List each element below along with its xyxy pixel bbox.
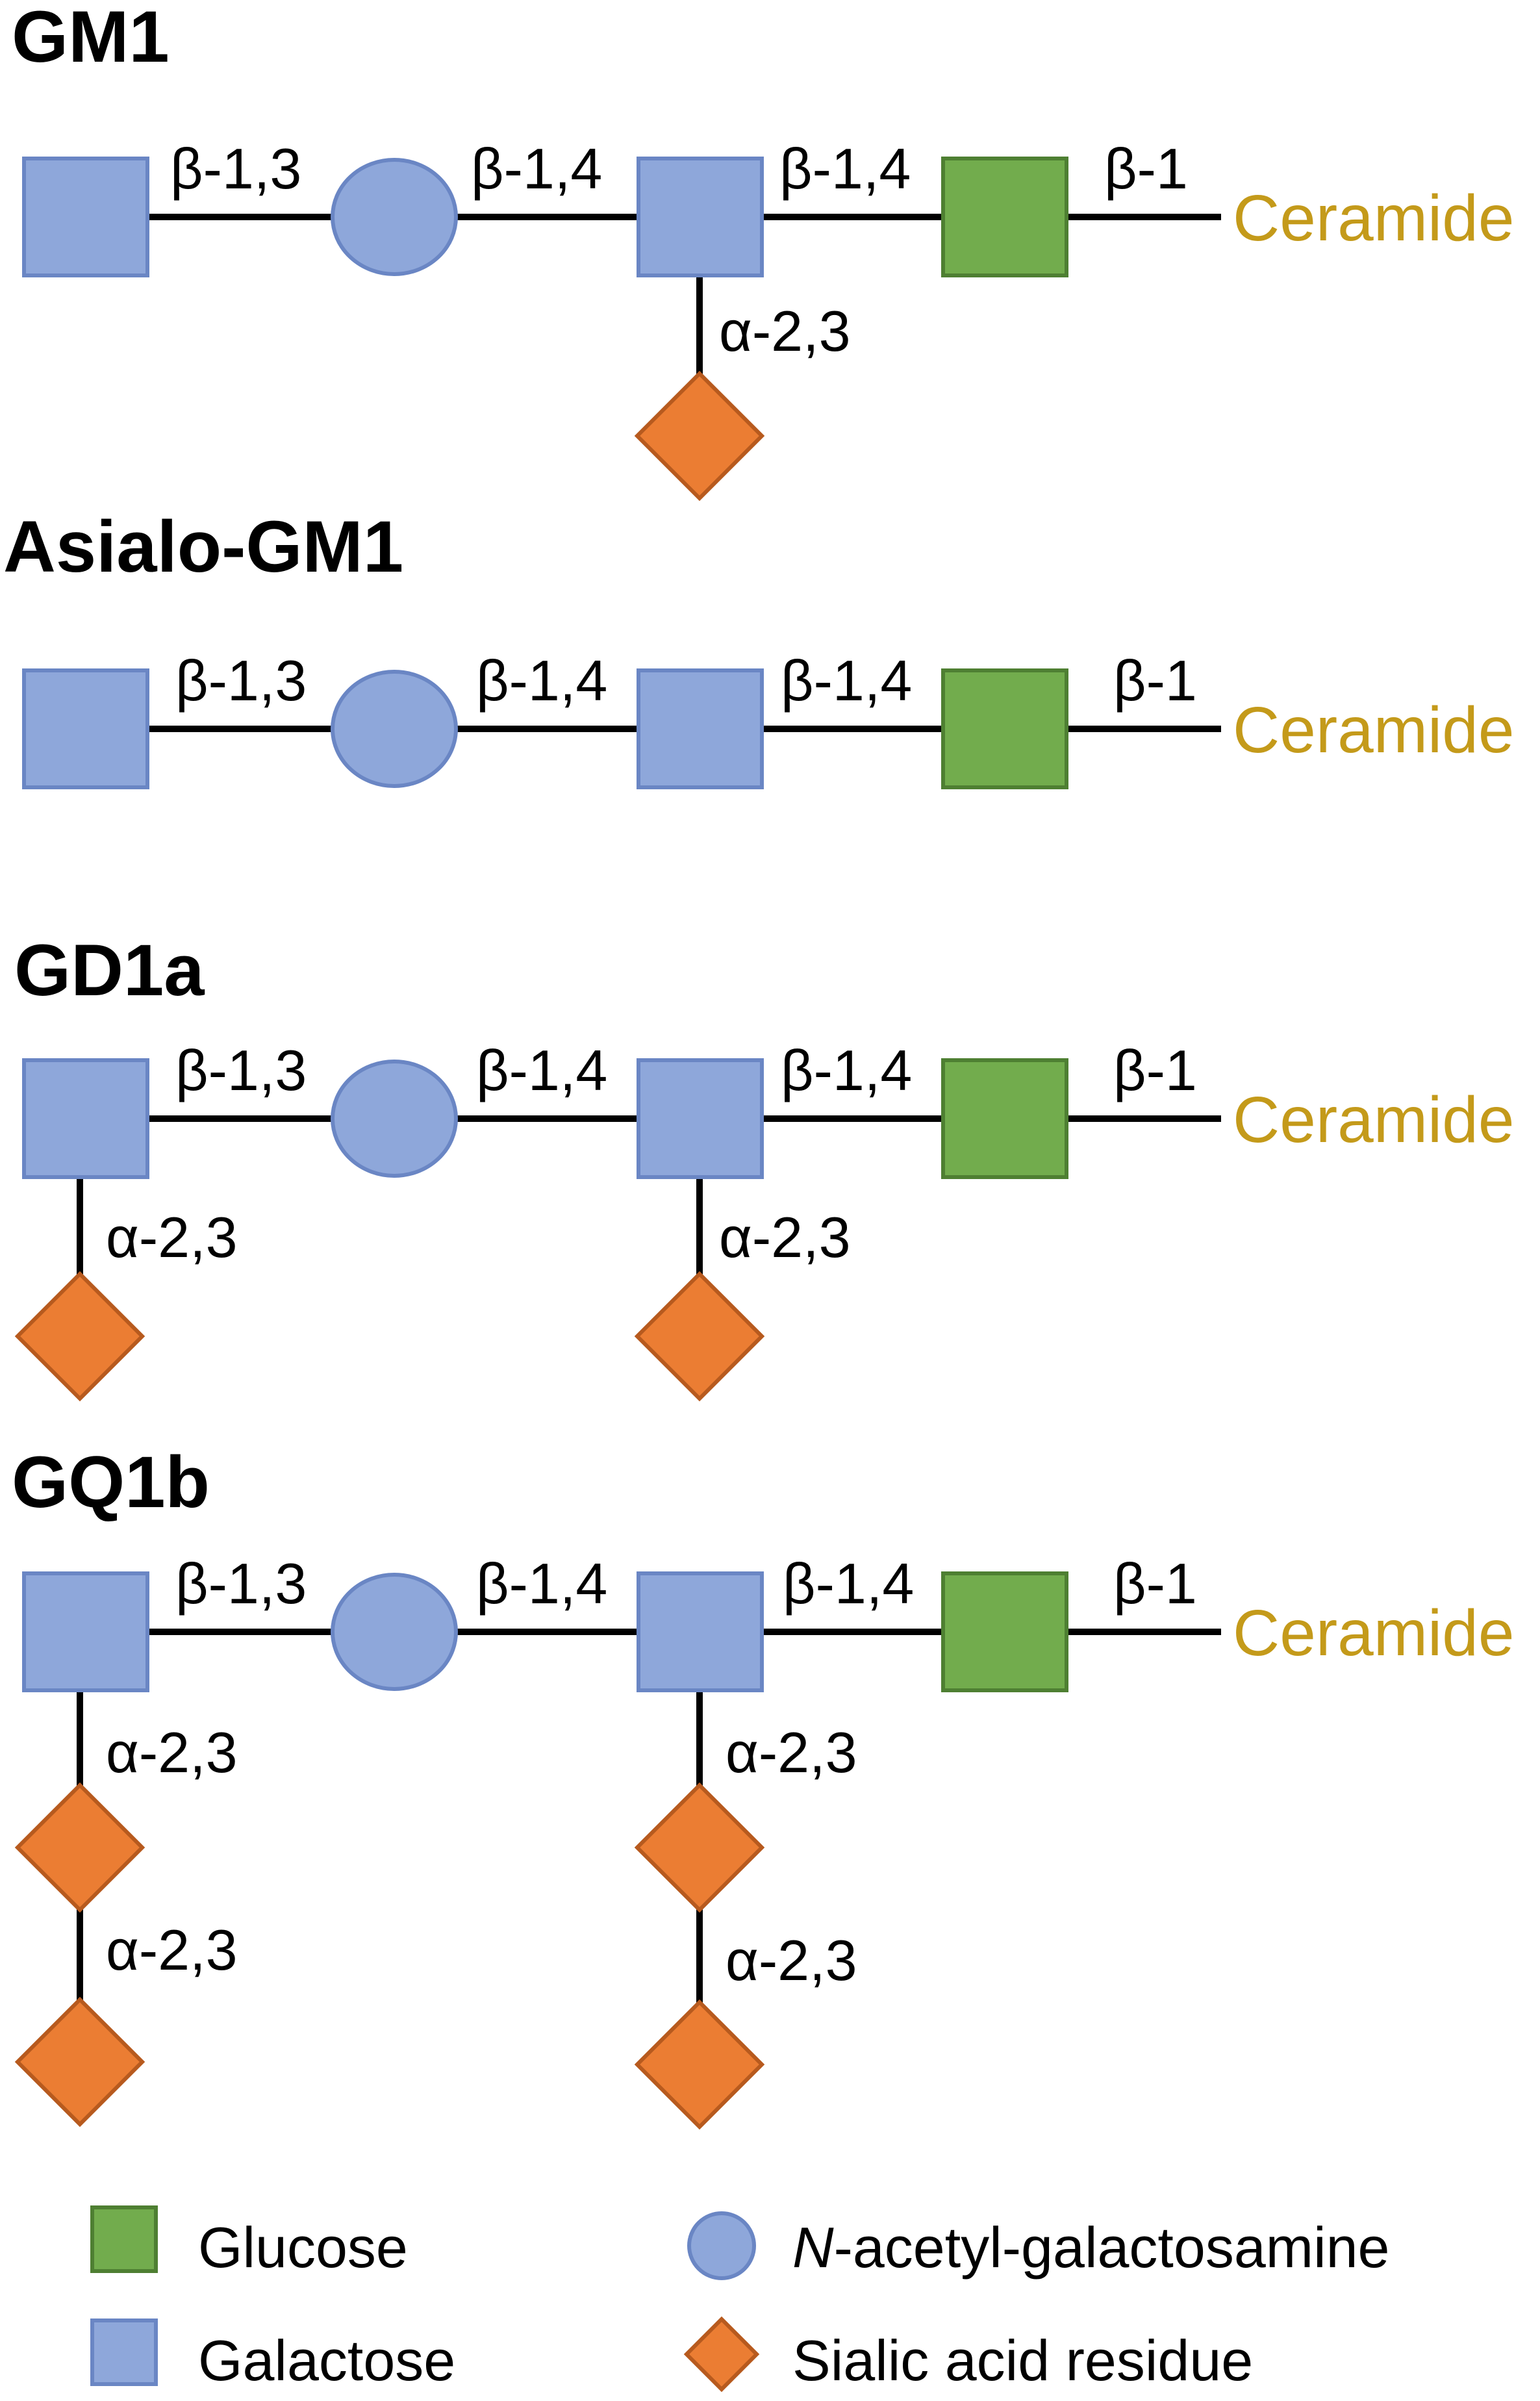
n-acetyl-galactosamine-circle <box>331 1573 458 1691</box>
legend: Glucose Galactose N-acetyl-galactosamine… <box>90 2205 1390 2393</box>
bond-label: α-2,3 <box>726 1720 857 1785</box>
structure-gq1b: GQ1b β-1,3 β-1,4 β-1,4 β-1 Ceramide α-2,… <box>12 1442 1515 2130</box>
sialic-acid-diamond <box>14 1782 145 1913</box>
bond-label: β-1,4 <box>781 1038 912 1102</box>
bond-label: α-2,3 <box>726 1928 857 1992</box>
ceramide-label: Ceramide <box>1233 182 1515 255</box>
glucose-square <box>941 668 1068 789</box>
bond-label: β-1,4 <box>781 648 912 713</box>
sialic-acid-diamond <box>634 1999 765 2130</box>
bond-label: β-1,3 <box>175 648 307 713</box>
bond-label: β-1,4 <box>779 136 911 201</box>
sialic-acid-diamond <box>634 1782 765 1913</box>
bond-label: β-1,3 <box>170 136 301 201</box>
ceramide-label: Ceramide <box>1233 694 1515 767</box>
legend-label-n-rest: -acetyl-galactosamine <box>834 2215 1390 2280</box>
sialic-acid-diamond <box>634 1271 765 1402</box>
structure-title: GM1 <box>12 0 170 77</box>
bond-label: β-1 <box>1104 136 1188 201</box>
legend-label-galactose: Galactose <box>198 2328 455 2393</box>
galactose-square <box>22 1058 149 1179</box>
galactose-square <box>22 1571 149 1692</box>
bond-label: β-1,4 <box>476 1551 607 1616</box>
bond-label: β-1,4 <box>476 1038 607 1102</box>
galactose-square <box>637 157 764 277</box>
bond-label: α-2,3 <box>106 1918 238 1982</box>
bond-label: β-1 <box>1113 1551 1197 1616</box>
glucose-legend-swatch <box>90 2205 158 2273</box>
glucose-square <box>941 157 1068 277</box>
galactose-square <box>637 1058 764 1179</box>
ceramide-label: Ceramide <box>1233 1597 1515 1670</box>
n-acetyl-galactosamine-legend-swatch <box>687 2211 756 2280</box>
sialic-acid-legend-swatch <box>683 2316 760 2393</box>
structure-title: Asialo-GM1 <box>3 506 403 587</box>
n-acetyl-galactosamine-circle <box>331 670 458 788</box>
bond-label: α-2,3 <box>106 1205 238 1269</box>
galactose-square <box>22 157 149 277</box>
glucose-square <box>941 1571 1068 1692</box>
bond-label: β-1 <box>1113 648 1197 713</box>
bond-label: β-1,4 <box>783 1551 914 1616</box>
legend-label-n-acetyl-galactosamine: N-acetyl-galactosamine <box>792 2215 1390 2280</box>
glucose-square <box>941 1058 1068 1179</box>
bond-label: β-1 <box>1113 1038 1197 1102</box>
ceramide-label: Ceramide <box>1233 1084 1515 1156</box>
structure-gd1a: GD1a β-1,3 β-1,4 β-1,4 β-1 Ceramide α-2,… <box>14 930 1515 1402</box>
galactose-legend-swatch <box>90 2318 158 2386</box>
bond-label: α-2,3 <box>106 1720 238 1785</box>
galactose-square <box>637 668 764 789</box>
legend-label-sialic: Sialic acid residue <box>792 2328 1253 2393</box>
bond-label: β-1,4 <box>471 136 602 201</box>
structure-title: GQ1b <box>12 1442 210 1523</box>
bond-label: β-1,3 <box>175 1038 307 1102</box>
bond-label: β-1,4 <box>476 648 607 713</box>
legend-label-n-prefix: N <box>792 2215 834 2280</box>
bond-label: α-2,3 <box>719 299 851 363</box>
sialic-acid-diamond <box>14 1271 145 1402</box>
n-acetyl-galactosamine-circle <box>331 1060 458 1178</box>
structure-asialo-gm1: Asialo-GM1 β-1,3 β-1,4 β-1,4 β-1 Ceramid… <box>3 506 1515 789</box>
galactose-square <box>637 1571 764 1692</box>
bond-label: β-1,3 <box>175 1551 307 1616</box>
sialic-acid-diamond <box>634 370 765 502</box>
galactose-square <box>22 668 149 789</box>
n-acetyl-galactosamine-circle <box>331 158 458 276</box>
legend-label-glucose: Glucose <box>198 2215 408 2280</box>
structure-gm1: GM1 β-1,3 β-1,4 β-1,4 β-1 Ceramide α-2,3 <box>12 0 1515 502</box>
sialic-acid-diamond <box>14 1996 145 2128</box>
bond-label: α-2,3 <box>719 1205 851 1269</box>
structure-title: GD1a <box>14 930 205 1011</box>
